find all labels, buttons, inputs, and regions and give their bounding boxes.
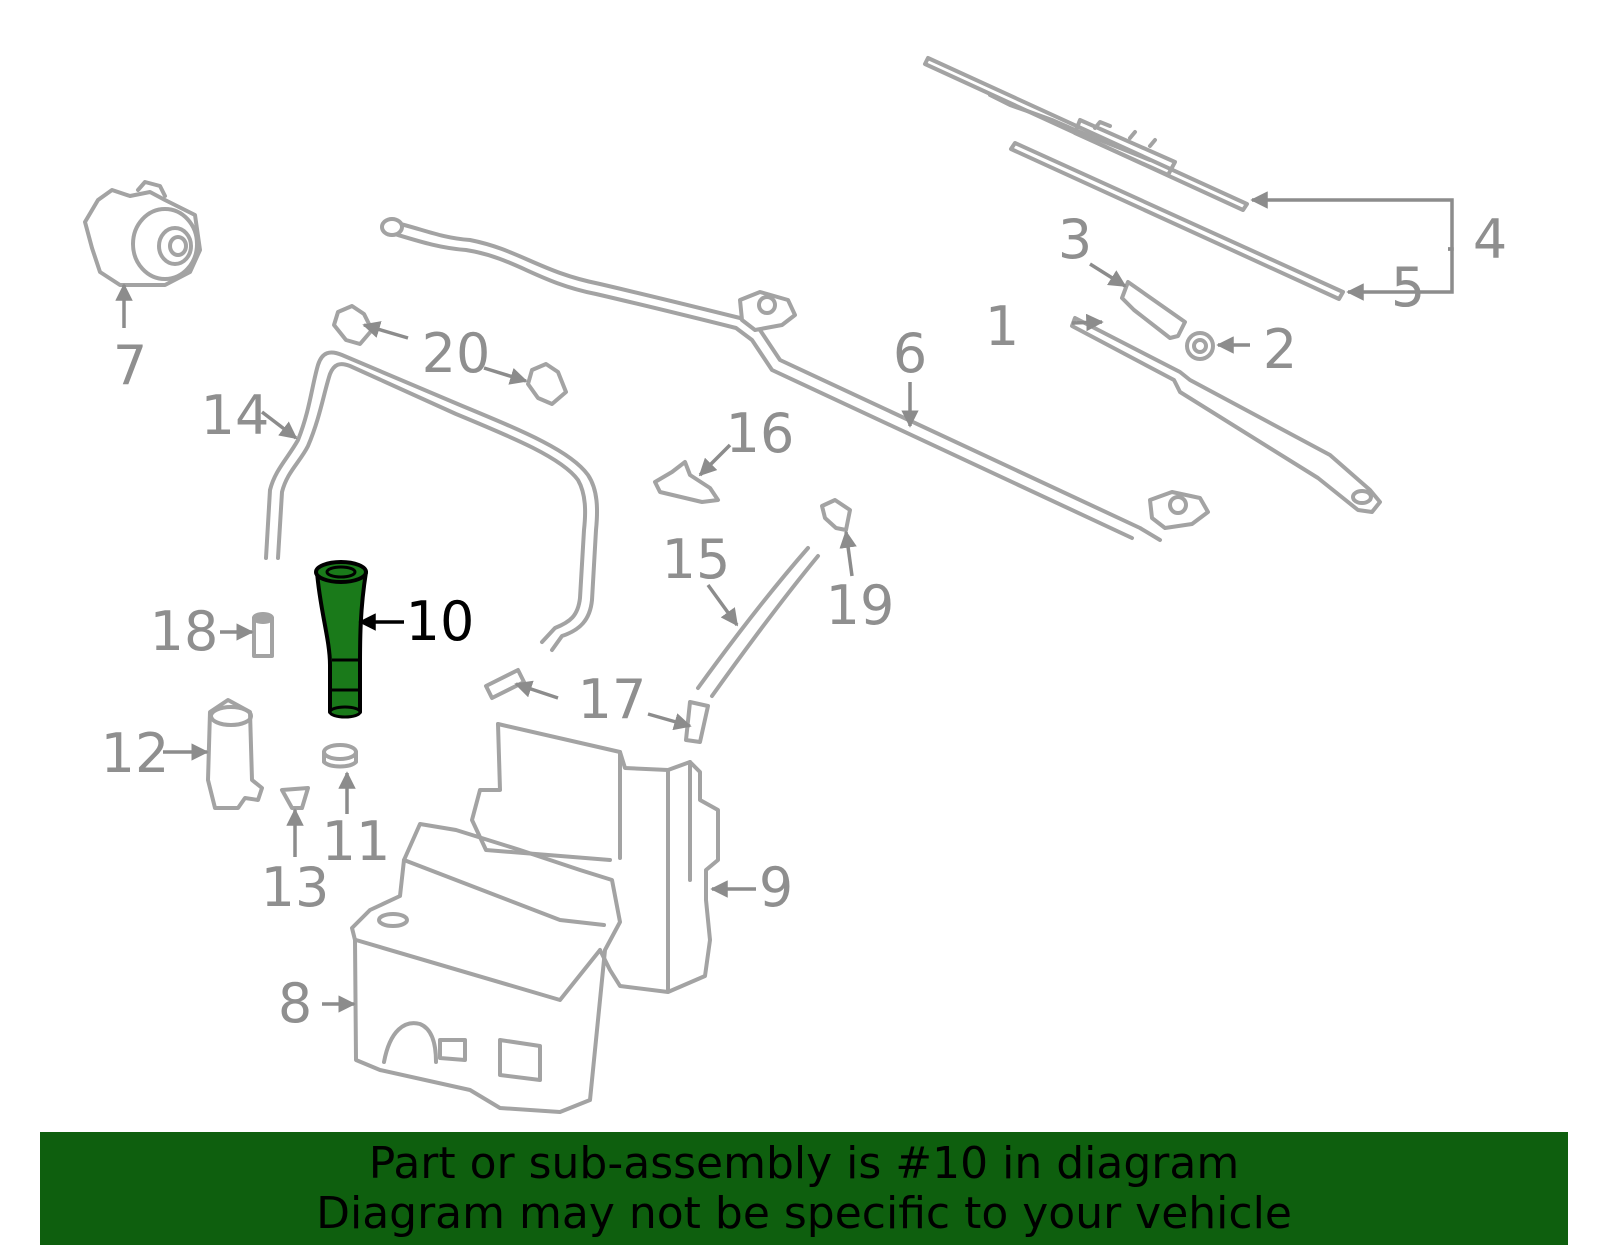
info-banner: Part or sub-assembly is #10 in diagram D…: [40, 1132, 1568, 1245]
callout-7: 7: [113, 334, 147, 397]
banner-line-2: Diagram may not be specific to your vehi…: [316, 1187, 1292, 1239]
callout-18: 18: [150, 600, 219, 663]
wiper-arm-part-1: [1070, 316, 1382, 514]
callout-8: 8: [278, 972, 312, 1035]
callout-14: 14: [201, 384, 270, 447]
nut-part-2: [1185, 331, 1215, 361]
callout-20: 20: [422, 322, 491, 385]
callout-13: 13: [261, 856, 330, 919]
callout-6: 6: [893, 322, 927, 385]
washer-hose-part-14: [264, 350, 599, 652]
callout-3: 3: [1058, 208, 1092, 271]
check-valve-part-19: [820, 498, 852, 532]
washer-hose-part-6: [380, 217, 1210, 542]
callout-9: 9: [759, 856, 793, 919]
blade-insert-part-5: [1009, 141, 1345, 301]
callout-1: 1: [985, 295, 1019, 358]
callout-16: 16: [726, 402, 795, 465]
callout-labels: 1 2 3 4 5 6 7 8 9 10 11 12 13 14 15 16 1…: [101, 208, 1508, 1035]
bracket-part-16: [653, 460, 720, 504]
grommet-part-11: [322, 743, 358, 769]
callout-5: 5: [1391, 256, 1425, 319]
callout-11: 11: [322, 810, 391, 873]
callout-10: 10: [406, 590, 475, 653]
wiper-blade-part-4: [923, 56, 1249, 212]
reservoir-housing-part-9: [470, 722, 720, 994]
callout-12: 12: [101, 722, 170, 785]
plug-part-18: [252, 612, 274, 658]
washer-pump-part-12: [206, 698, 264, 810]
callout-2: 2: [1263, 318, 1297, 381]
washer-motor-part-7: [83, 180, 202, 287]
callout-4: 4: [1473, 208, 1507, 271]
callout-17: 17: [578, 668, 647, 731]
callout-19: 19: [826, 574, 895, 637]
leader-arrows: [115, 191, 1454, 1013]
reservoir-tank-part-8: [350, 822, 622, 1114]
arm-cap-part-3: [1120, 280, 1187, 340]
callout-15: 15: [662, 528, 731, 591]
hose-part-15: [696, 546, 820, 698]
clip-part-13: [280, 786, 310, 810]
filler-neck-part-10: [314, 560, 368, 719]
banner-line-1: Part or sub-assembly is #10 in diagram: [368, 1137, 1240, 1189]
parts-diagram: 1 2 3 4 5 6 7 8 9 10 11 12 13 14 15 16 1…: [83, 56, 1508, 1114]
